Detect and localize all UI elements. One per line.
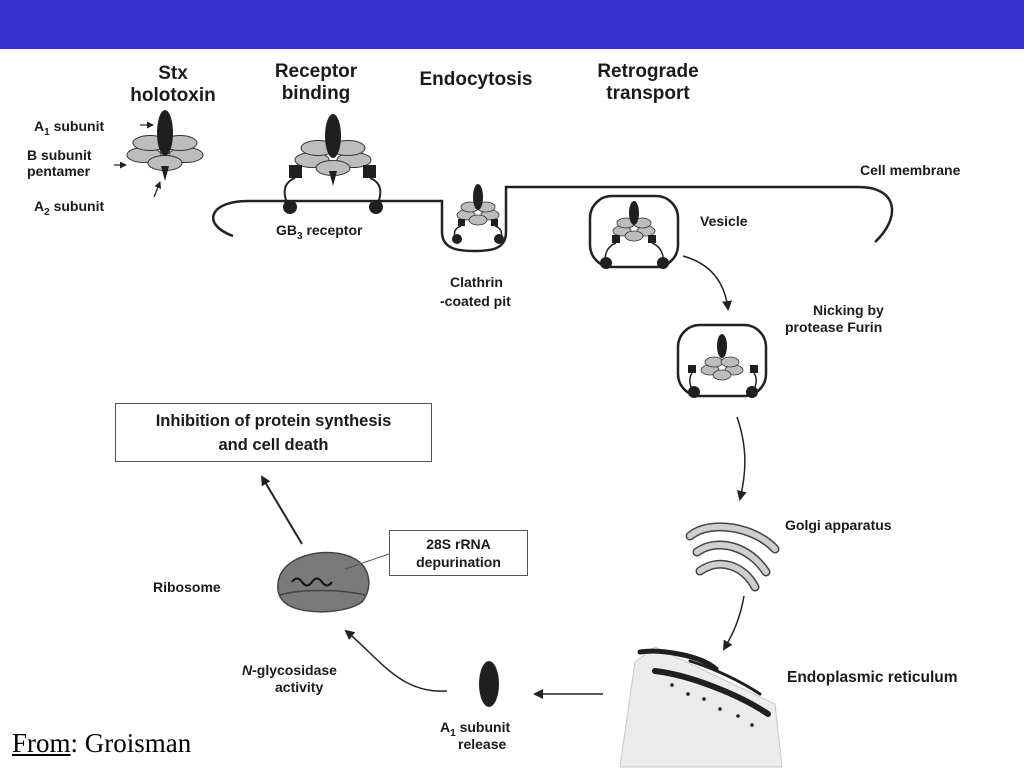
ribosome-icon xyxy=(277,551,370,613)
stx-pathway-diagram: Stx holotoxin Receptor binding Endocytos… xyxy=(0,49,1024,768)
credit-separator: : xyxy=(70,728,85,758)
retrograde-transport-header-line2: transport xyxy=(606,83,690,104)
a1-release-label: A1 subunit xyxy=(440,719,510,739)
a1-subunit-label: A1 subunit xyxy=(34,118,104,138)
receptor-binding-header: Receptor xyxy=(275,61,358,82)
inhibition-text-line2: and cell death xyxy=(218,436,329,454)
golgi-apparatus-icon xyxy=(685,522,780,592)
clathrin-coated-pit-label-line2: -coated pit xyxy=(440,293,511,309)
credit-prefix: From xyxy=(12,728,71,758)
er-label: Endoplasmic reticulum xyxy=(787,669,958,686)
clathrin-coated-pit-label: Clathrin xyxy=(450,274,503,290)
receptor-bound-toxin-icon xyxy=(283,114,383,214)
stx-holotoxin-header-line2: holotoxin xyxy=(130,85,215,106)
gb3-receptor-label: GB3 receptor xyxy=(276,222,363,242)
rrna-text-line1: 28S rRNA xyxy=(426,536,491,552)
endocytosis-header: Endocytosis xyxy=(420,69,533,90)
title-bar xyxy=(0,0,1024,49)
golgi-label: Golgi apparatus xyxy=(785,517,892,533)
vesicle-icon xyxy=(588,194,680,269)
cell-membrane xyxy=(212,185,894,253)
b-subunit-pentamer-label-line2: pentamer xyxy=(27,163,91,179)
stx-holotoxin-header: Stx xyxy=(158,63,188,84)
b-subunit-pentamer-label: B subunit xyxy=(27,147,92,163)
n-glycosidase-label: N-glycosidase xyxy=(242,662,337,678)
stx-holotoxin-icon xyxy=(126,110,204,181)
ribosome-label: Ribosome xyxy=(153,579,221,595)
nicking-label: Nicking by xyxy=(813,302,884,318)
inhibition-text-line1: Inhibition of protein synthesis xyxy=(155,412,392,430)
clathrin-pit-toxin-icon xyxy=(452,184,504,244)
credit-author: Groisman xyxy=(84,728,192,758)
a2-subunit-label: A2 subunit xyxy=(34,198,104,218)
rrna-depurination-box: 28S rRNA depurination xyxy=(389,530,528,576)
receptor-binding-header-line2: binding xyxy=(282,83,351,104)
nicking-label-line2: protease Furin xyxy=(785,319,882,335)
inhibition-box: Inhibition of protein synthesis and cell… xyxy=(115,403,432,462)
n-glycosidase-label-line2: activity xyxy=(275,679,323,695)
cell-membrane-label: Cell membrane xyxy=(860,162,961,178)
a1-release-label-line2: release xyxy=(458,736,506,752)
a1-subunit-release-icon xyxy=(479,661,499,707)
vesicle-label: Vesicle xyxy=(700,213,748,229)
rrna-text-line2: depurination xyxy=(416,554,501,570)
endoplasmic-reticulum-icon xyxy=(619,646,783,768)
furin-nicking-vesicle-icon xyxy=(676,323,768,398)
source-credit: From: Groisman xyxy=(12,728,191,759)
retrograde-transport-header: Retrograde xyxy=(597,61,698,82)
